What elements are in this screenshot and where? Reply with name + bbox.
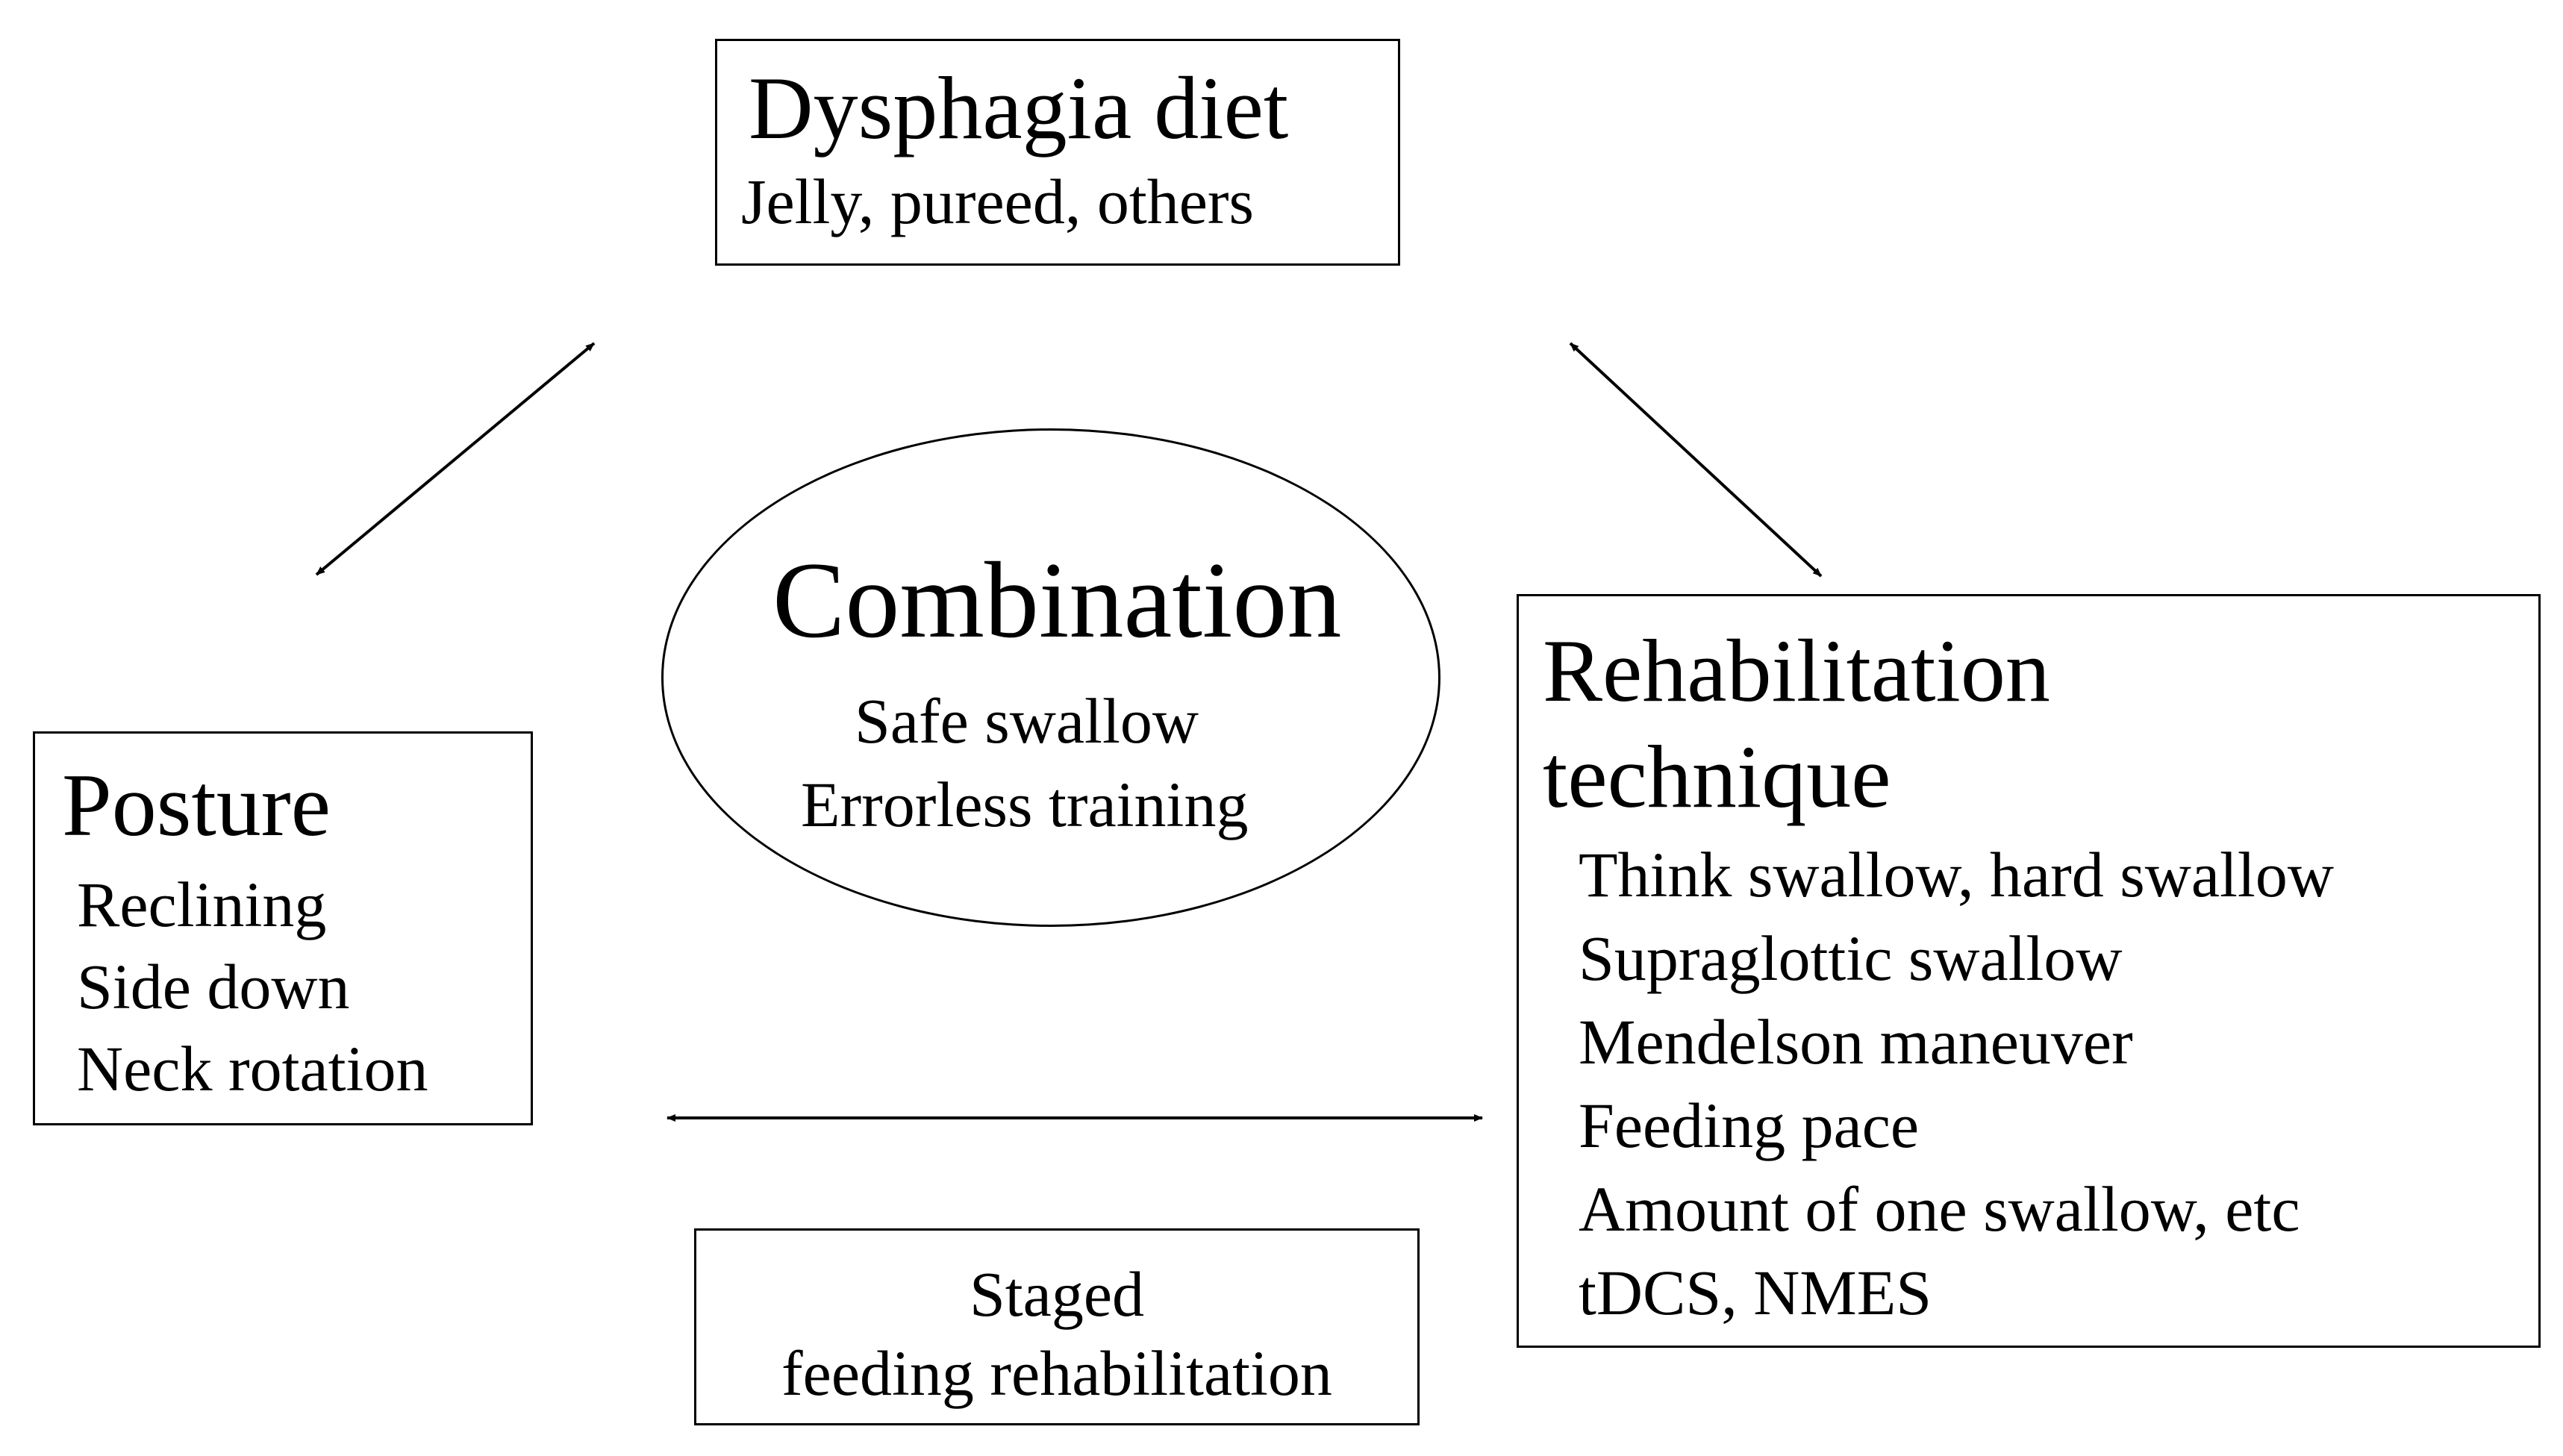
dysphagia-diet-examples: Jelly, pureed, others [741, 166, 1254, 237]
combination-line-1: Safe swallow [855, 685, 1199, 757]
posture-box: Posture Reclining Side down Neck rotatio… [33, 731, 533, 1125]
rehabilitation-item: Amount of one swallow, etc [1579, 1173, 2300, 1245]
staged-feeding-box: Staged feeding rehabilitation [694, 1228, 1420, 1425]
rehabilitation-technique-box: Rehabilitation technique Think swallow, … [1517, 594, 2541, 1348]
arrow-posture-diet [315, 342, 596, 576]
dysphagia-diet-box: Dysphagia diet Jelly, pureed, others [715, 39, 1400, 266]
posture-item: Reclining [77, 869, 327, 940]
combination-title: Combination [772, 540, 1342, 660]
posture-item: Neck rotation [77, 1033, 428, 1105]
combination-line-2: Errorless training [801, 769, 1249, 840]
rehabilitation-title-line-2: technique [1543, 727, 1891, 826]
arrow-diet-rehabilitation [1569, 342, 1823, 578]
rehabilitation-item: Mendelson maneuver [1579, 1006, 2133, 1078]
staged-line-2: feeding rehabilitation [781, 1337, 1332, 1409]
dysphagia-diet-title: Dysphagia diet [749, 58, 1289, 157]
rehabilitation-item: Think swallow, hard swallow [1579, 839, 2334, 910]
rehabilitation-item: Supraglottic swallow [1579, 922, 2123, 994]
posture-item: Side down [77, 951, 350, 1022]
posture-title: Posture [62, 755, 331, 854]
rehabilitation-item: Feeding pace [1579, 1090, 1920, 1161]
staged-line-1: Staged [969, 1258, 1145, 1330]
combination-ellipse: Combination Safe swallow Errorless train… [661, 428, 1440, 927]
rehabilitation-title-line-1: Rehabilitation [1543, 621, 2050, 720]
rehabilitation-item: tDCS, NMES [1579, 1257, 1932, 1328]
